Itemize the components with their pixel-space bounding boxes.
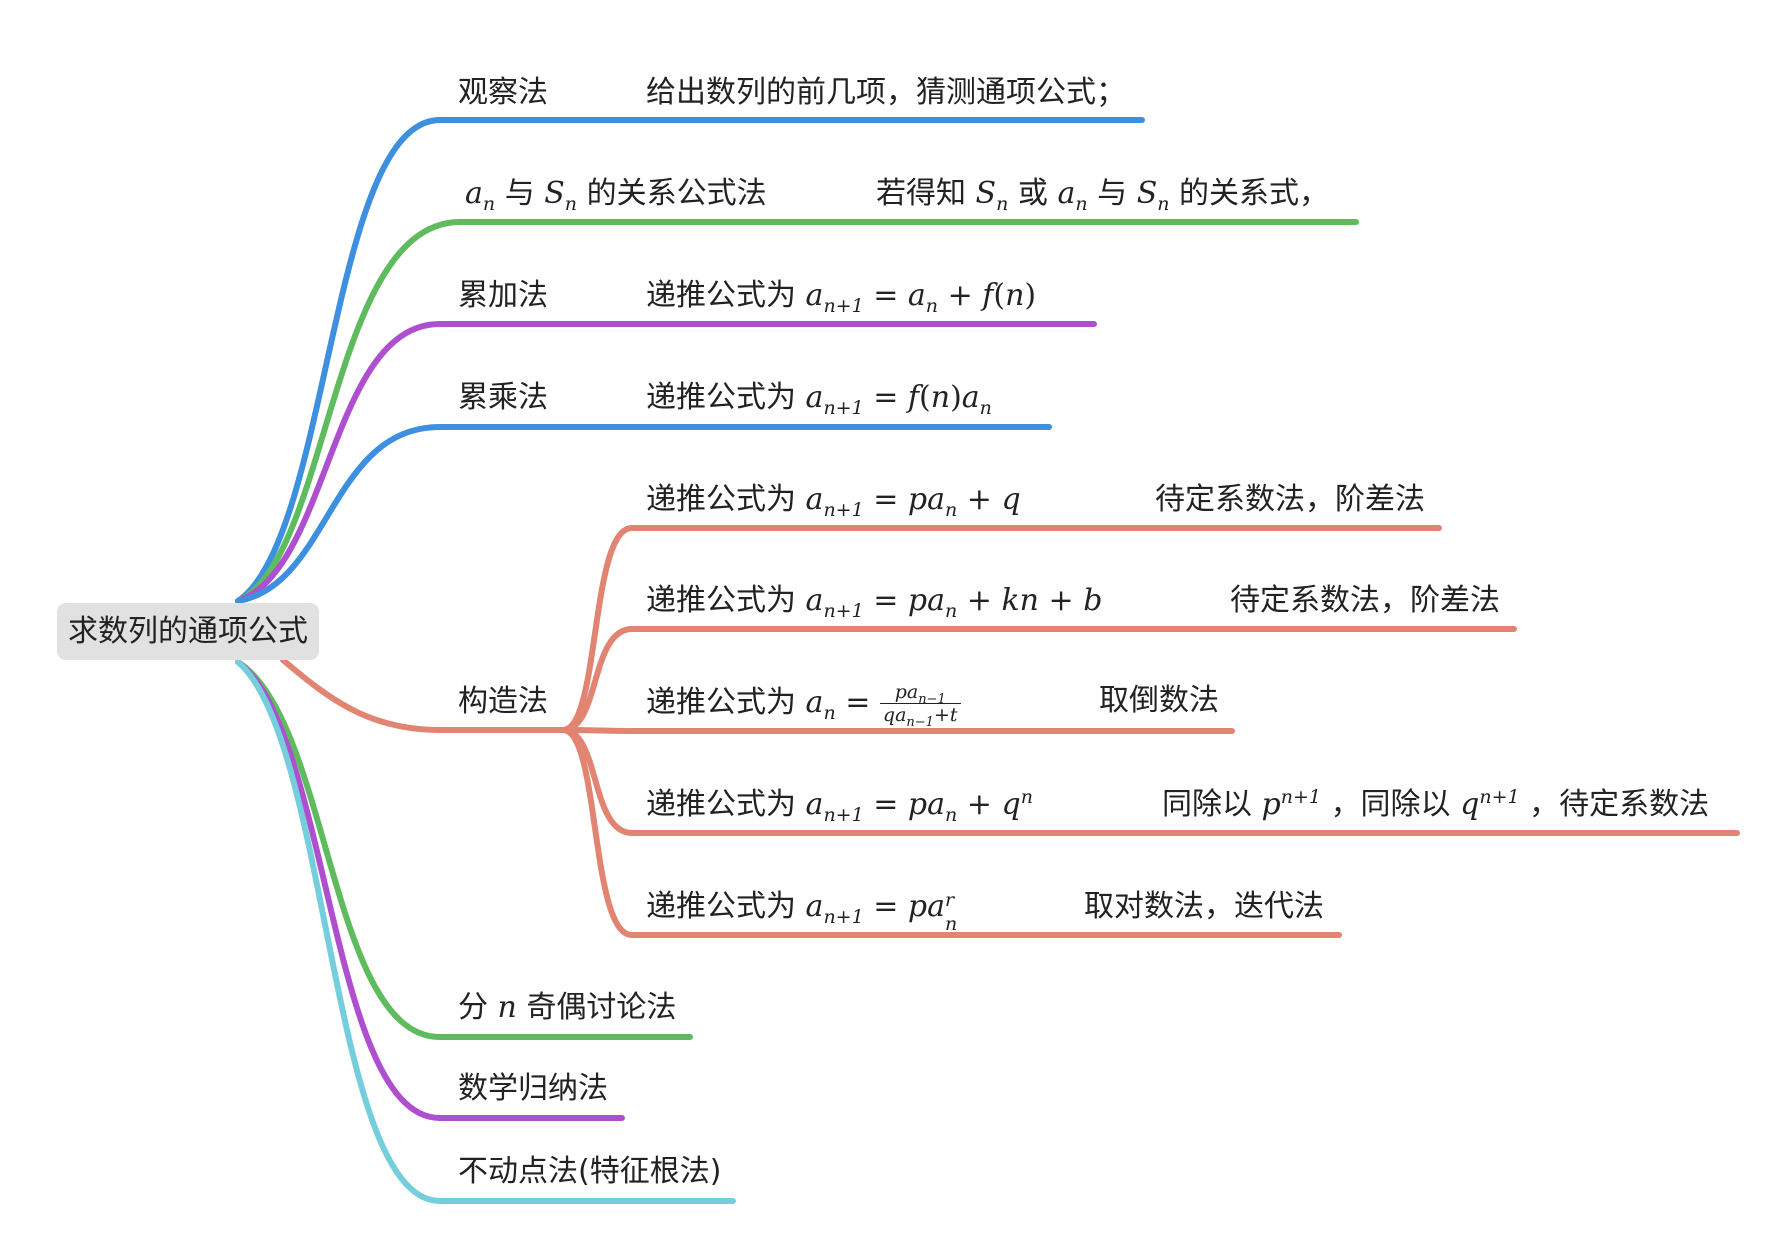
relation-detail-suffix: 的关系式， [1179, 176, 1330, 211]
node-relation[interactable]: an 与 Sn 的关系公式法 [465, 176, 767, 215]
construct-method-5: 取对数法，迭代法 [1084, 889, 1324, 924]
root-node[interactable]: 求数列的通项公式 [57, 603, 319, 660]
node-mult[interactable]: 累乘法 [458, 380, 548, 415]
edge-relation [235, 219, 793, 604]
node-observe[interactable]: 观察法 [458, 75, 548, 110]
detail-add: 递推公式为 an+1 = an + f(n) [646, 278, 1037, 317]
construct-formula-4: 递推公式为 an+1 = pan + qn [646, 786, 1033, 826]
construct-formula-1: 递推公式为 an+1 = pan + q [646, 482, 1021, 521]
edge-fixed-point [235, 659, 736, 1204]
construct-prefix-3: 递推公式为 [646, 685, 796, 720]
parity-suffix: 奇偶讨论法 [526, 990, 677, 1025]
detail-observe: 给出数列的前几项，猜测通项公式； [646, 75, 1126, 110]
edge-construct-3 [560, 727, 1235, 734]
construct-method-3: 取倒数法 [1099, 683, 1219, 718]
edge-construct [280, 657, 566, 733]
construct-method-2: 待定系数法，阶差法 [1230, 583, 1500, 618]
add-detail-prefix: 递推公式为 [646, 278, 796, 313]
construct-method-4: 同除以 pn+1 ，同除以 qn+1 ，待定系数法 [1162, 786, 1710, 822]
construct-formula-2: 递推公式为 an+1 = pan + kn + b [646, 583, 1103, 622]
edge-construct-5 [560, 727, 1342, 938]
relation-label-suffix: 的关系公式法 [586, 176, 767, 211]
method4-part1: 同除以 [1162, 787, 1252, 822]
edge-add [235, 321, 563, 604]
parity-prefix: 分 [458, 990, 488, 1025]
construct-prefix-2: 递推公式为 [646, 583, 796, 618]
construct-prefix-4: 递推公式为 [646, 787, 796, 822]
edge-induction [235, 659, 625, 1121]
method4-part2: ，同除以 [1330, 787, 1451, 822]
edge-parity [235, 659, 693, 1040]
node-induction[interactable]: 数学归纳法 [458, 1071, 608, 1106]
word-or: 或 [1017, 176, 1048, 211]
edge-construct-1 [560, 525, 1442, 733]
node-fixed-point[interactable]: 不动点法(特征根法) [458, 1154, 722, 1189]
edge-mult [235, 424, 563, 604]
construct-prefix-5: 递推公式为 [646, 889, 796, 924]
edge-construct-2 [560, 626, 1517, 733]
construct-prefix-1: 递推公式为 [646, 482, 796, 517]
word-with-2: 与 [1097, 176, 1128, 211]
detail-relation: 若得知 Sn 或 an 与 Sn 的关系式， [876, 176, 1330, 215]
detail-mult: 递推公式为 an+1 = f(n)an [646, 380, 992, 419]
construct-method-1: 待定系数法，阶差法 [1155, 482, 1425, 517]
word-with: 与 [504, 176, 535, 211]
node-construct[interactable]: 构造法 [458, 684, 548, 719]
node-add[interactable]: 累加法 [458, 278, 548, 313]
node-parity[interactable]: 分 n 奇偶讨论法 [458, 990, 677, 1025]
relation-detail-prefix: 若得知 [876, 176, 966, 211]
method4-part3: ，待定系数法 [1529, 787, 1710, 822]
edge-observe [235, 117, 563, 604]
mult-detail-prefix: 递推公式为 [646, 380, 796, 415]
